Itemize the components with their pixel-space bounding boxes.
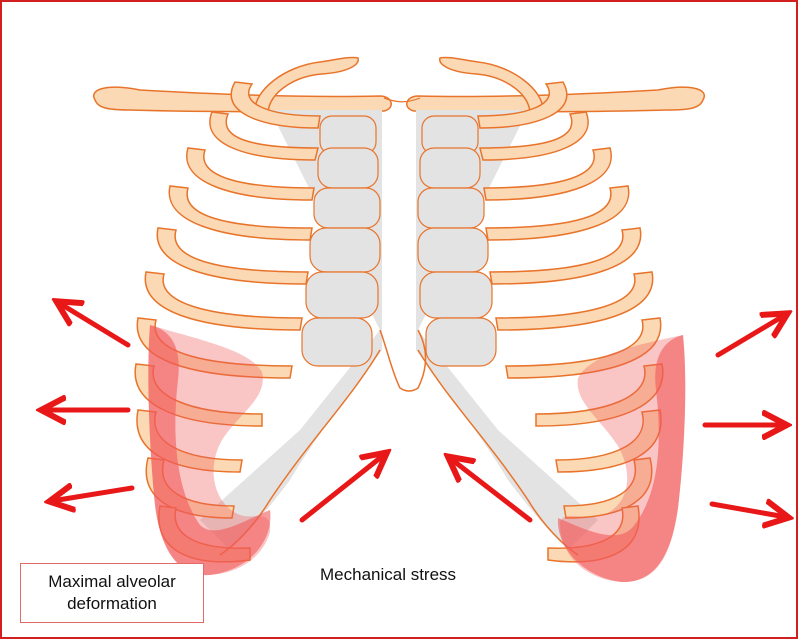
red-arrow-icon [712, 504, 780, 516]
alveolar-label-line1: Maximal alveolar [48, 571, 176, 593]
alveolar-deformation-label: Maximal alveolar deformation [20, 563, 204, 623]
red-arrow-icon [302, 458, 380, 520]
alveolar-label-line2: deformation [48, 593, 176, 615]
red-arrow-icon [58, 488, 132, 500]
left-deformation-area [148, 325, 270, 575]
mechanical-stress-label: Mechanical stress [320, 565, 456, 585]
red-arrow-icon [64, 306, 128, 345]
red-arrow-icon [718, 318, 780, 355]
